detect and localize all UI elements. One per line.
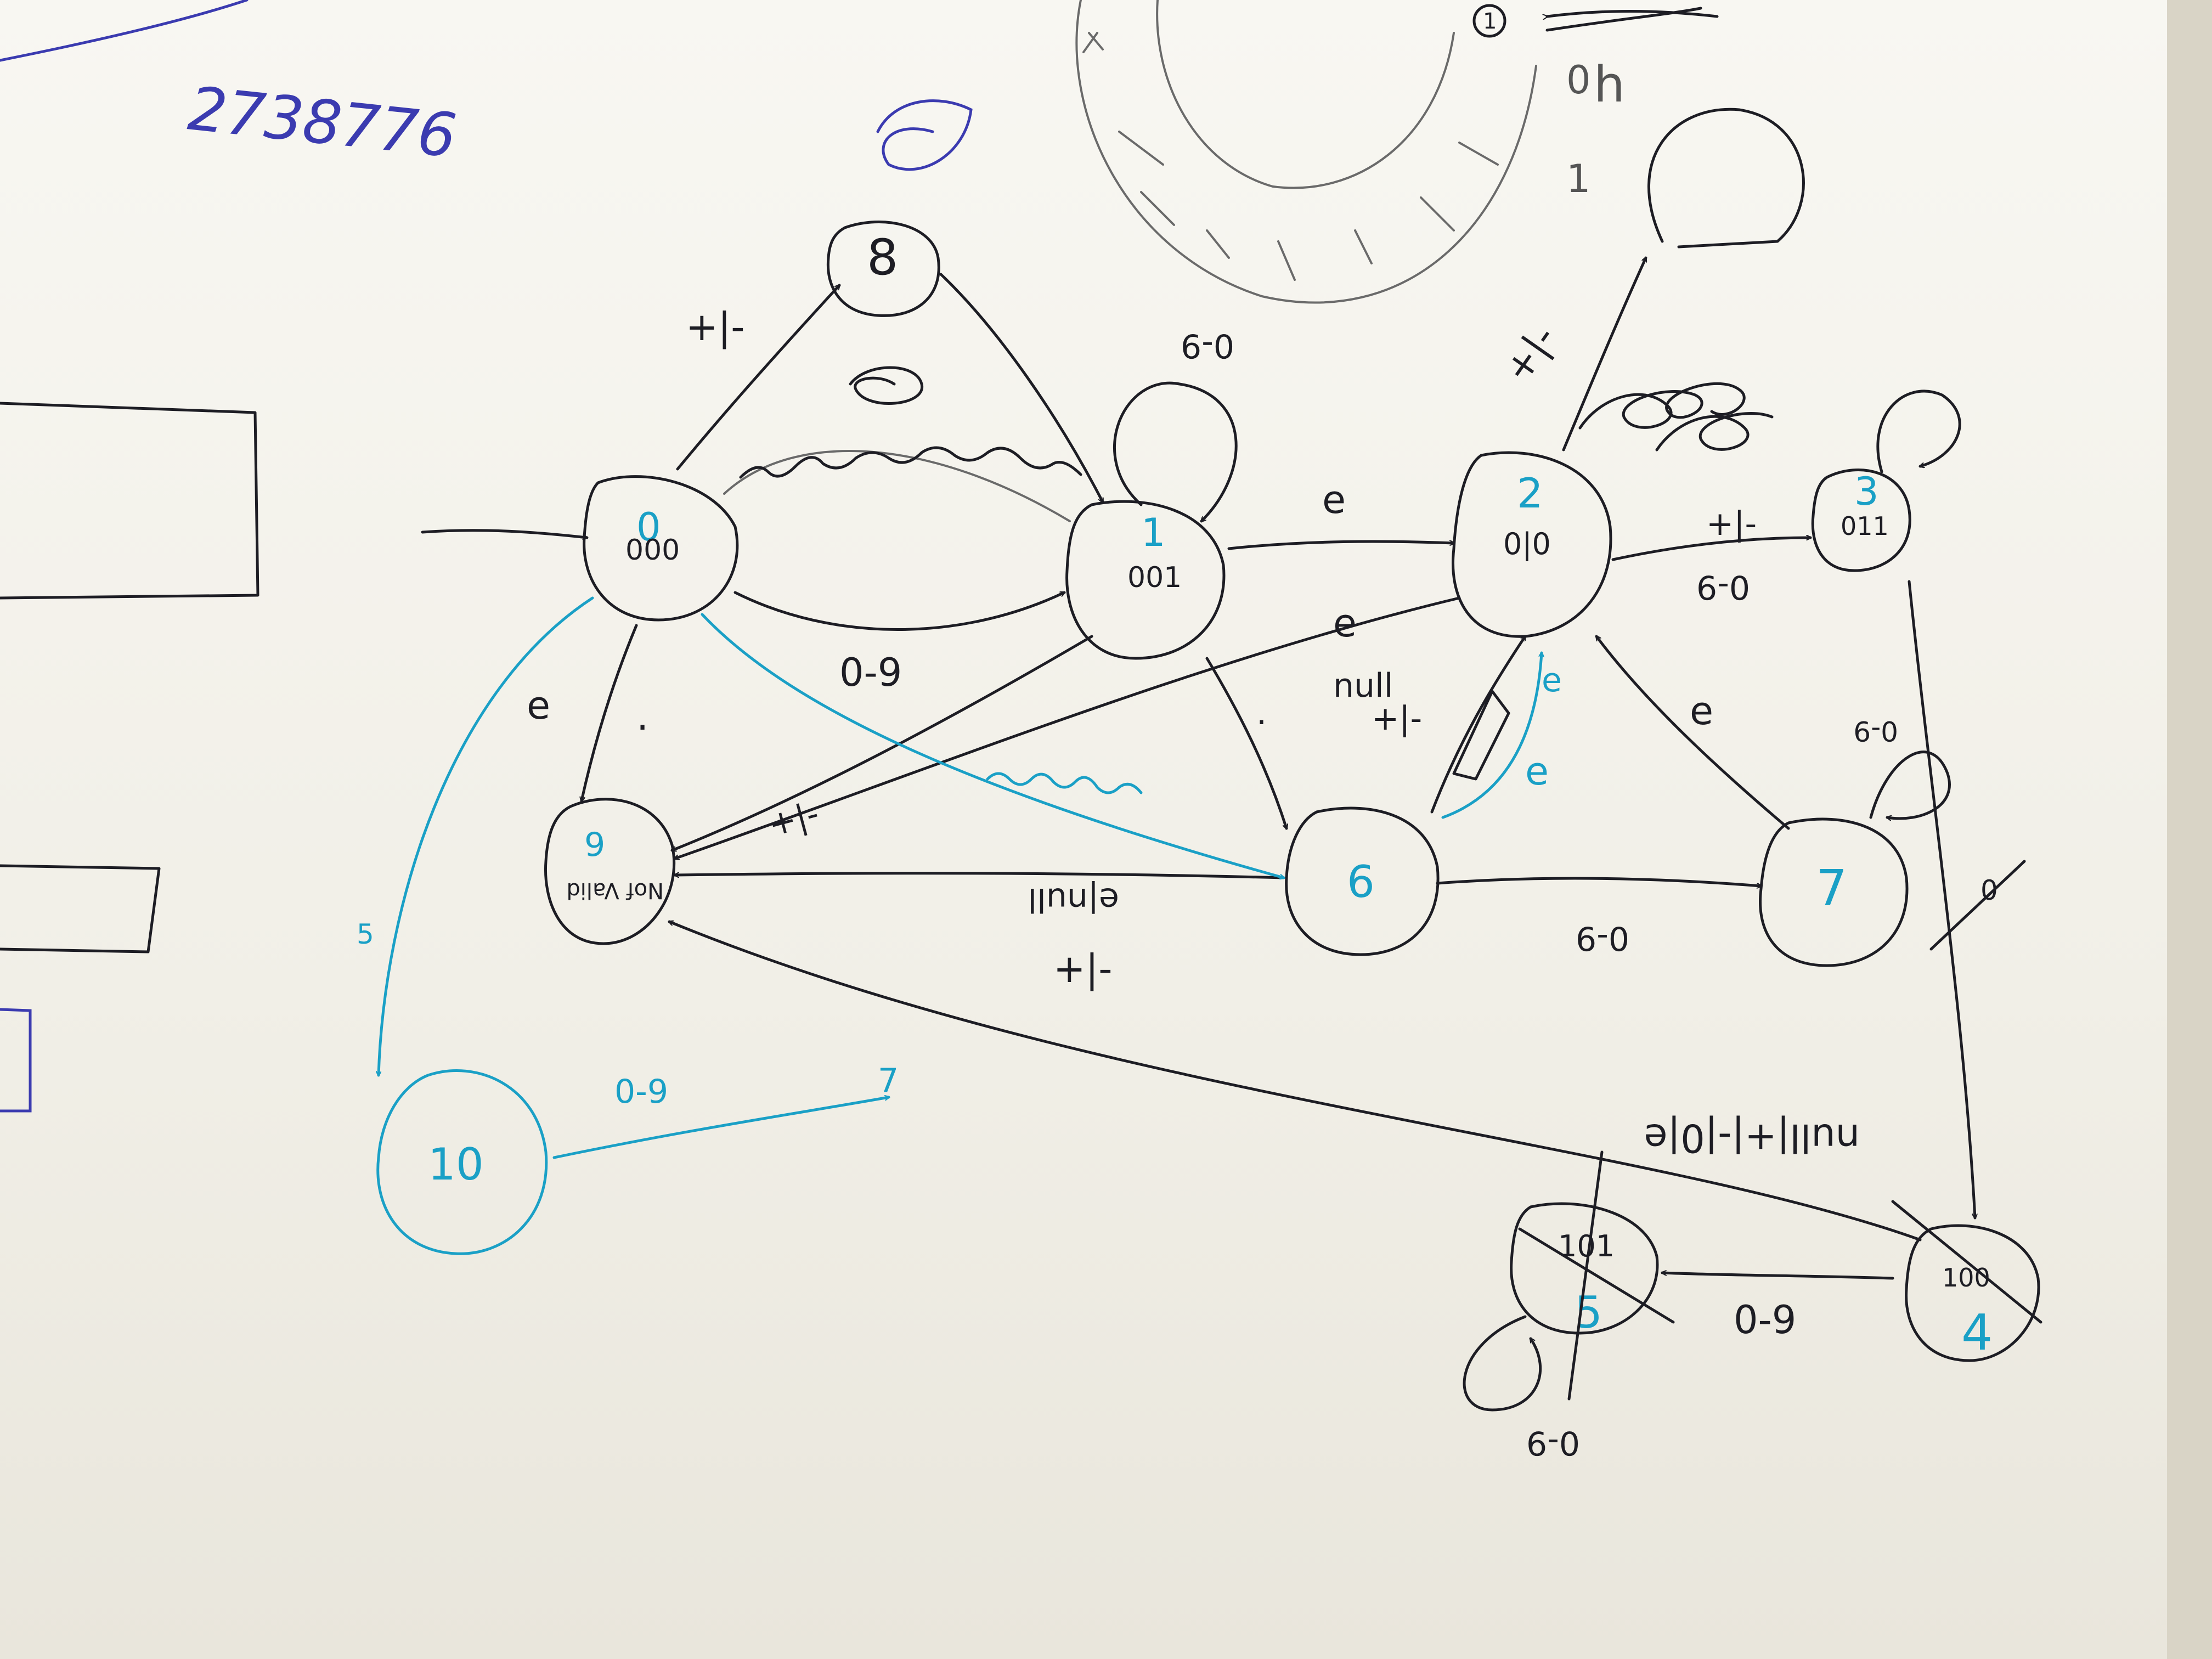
node-8: 8 — [826, 221, 940, 317]
edge-7-self-label: 0-9 — [1853, 715, 1898, 747]
node-1: 1 001 — [1065, 500, 1226, 660]
edge-1-9 — [672, 635, 1093, 850]
node-4-id: 4 — [1961, 1304, 1993, 1362]
node-6-id: 6 — [1347, 856, 1375, 907]
edge-4-5-label: 0-9 — [1734, 1297, 1796, 1342]
edge-2-9-label-e: e — [1333, 601, 1357, 646]
node-2: 2 0|0 — [1452, 451, 1612, 638]
edge-10-7-label: 0-9 — [614, 1073, 668, 1111]
edge-4-5 — [1661, 1273, 1894, 1280]
edges: +|- 0-9 0-9 e e . . e null +|- +|- 0-9 — [357, 258, 2026, 1462]
edge-0-8-label: +|- — [686, 304, 745, 349]
ring-sketch: 1 0 h 1 — [1075, 0, 1805, 304]
edge-0-9 — [582, 624, 638, 801]
edge-0-10-label: 5 — [357, 918, 374, 950]
edge-1-self-label: 0-9 — [1181, 326, 1234, 365]
edge-0-9-label-e: e — [527, 683, 550, 728]
edge-6-9-label: e|null — [1028, 881, 1119, 919]
scribble-right-of-2b — [1655, 412, 1774, 452]
edge-0-10 — [379, 596, 594, 1077]
edge-0-9-label-dot: . — [636, 694, 648, 739]
node-0-sub: 000 — [625, 534, 680, 567]
edge-0-8 — [676, 285, 839, 471]
edge-6-9-label-sign2: +|- — [764, 794, 823, 844]
node-0-id: 0 — [636, 505, 661, 550]
edge-2-9 — [675, 596, 1461, 859]
edge-2-3 — [1611, 538, 1812, 561]
edge-6-2-label-b: e — [1542, 661, 1562, 699]
edge-1-self — [1113, 381, 1238, 521]
edge-6-2 — [1430, 636, 1527, 814]
edge-2-3-label-digits: 0-9 — [1696, 568, 1750, 606]
edge-0-6-scribble — [986, 772, 1143, 794]
edge-6-7 — [1436, 877, 1763, 886]
node-10-id: 10 — [428, 1139, 484, 1190]
edge-2-3-label-sign: +|- — [1706, 505, 1757, 543]
edge-6-2-scribble — [1452, 690, 1510, 781]
edge-7-2 — [1596, 636, 1790, 830]
edge-7-2-label: e — [1690, 689, 1713, 733]
node-9-sub: Nof Valid — [566, 878, 664, 903]
left-margin-sketches — [0, 0, 259, 1113]
orbit-marker-label: 1 — [1483, 9, 1497, 34]
edge-1-6 — [1205, 657, 1286, 828]
edge-2-9-label-sign: +|- — [1372, 699, 1422, 738]
node-8-id: 8 — [867, 229, 898, 286]
scribble-right-of-2 — [1578, 382, 1746, 430]
edge-2-up-label: +|- — [1494, 317, 1565, 391]
edge-scribble-loops — [739, 446, 1082, 479]
edge-4-9 — [669, 922, 1922, 1242]
node-7: 7 — [1759, 817, 1909, 967]
node-9-id: 9 — [584, 826, 605, 864]
edge-2-up — [1562, 258, 1647, 452]
node-3-sub: 011 — [1841, 511, 1889, 541]
node-4-sub: 100 — [1942, 1263, 1990, 1293]
edge-3-self — [1876, 390, 1961, 473]
node-1-id: 1 — [1141, 510, 1166, 555]
node-7-id: 7 — [1816, 860, 1847, 917]
edge-0-1 — [733, 591, 1064, 631]
edge-4-9-label: null|+|-|0|e — [1644, 1115, 1860, 1160]
top-number: 2738776 — [185, 74, 460, 172]
node-9-dead: 9 Nof Valid — [544, 798, 676, 945]
edge-1-6-label: . — [1256, 694, 1267, 732]
edge-10-7 — [552, 1097, 889, 1159]
edge-6-2-label: e — [1525, 749, 1549, 794]
orbit-label-h: h — [1594, 56, 1625, 114]
orbit-label-0: 0 — [1566, 58, 1591, 103]
edge-7-self — [1869, 751, 1951, 819]
node-2-id: 2 — [1517, 469, 1543, 517]
orbit-label-1: 1 — [1566, 156, 1591, 201]
start-arrow — [421, 529, 587, 538]
edge-3-4 — [1908, 580, 1975, 1220]
edge-0-1-label: 0-9 — [839, 650, 902, 695]
edge-2-9-label-null: null — [1333, 667, 1393, 705]
edge-6-7-label: 0-9 — [1576, 919, 1629, 957]
edge-1-2-label: e — [1322, 477, 1346, 522]
node-1-sub: 001 — [1127, 561, 1182, 594]
scribble-above-8 — [876, 99, 973, 171]
edge-6-9-label-sign: +|- — [1053, 946, 1113, 991]
node-0: 0 000 — [583, 475, 739, 622]
edge-0-6-blue — [701, 613, 1284, 878]
table-edge — [2167, 0, 2212, 1659]
edge-6-9 — [673, 872, 1285, 879]
edge-6-2-blue — [1441, 651, 1542, 819]
node-6: 6 — [1285, 806, 1440, 956]
node-4: 100 4 — [1891, 1200, 2042, 1362]
edge-8-1 — [939, 273, 1104, 502]
node-3: 3 011 — [1811, 469, 1911, 572]
paper-sheet — [0, 0, 2167, 1659]
node-5: 101 5 — [1510, 1150, 1675, 1401]
edge-5-self-label: 0-9 — [1526, 1424, 1580, 1462]
edge-5-self — [1463, 1315, 1542, 1412]
edge-3-4-strike — [1929, 860, 2026, 951]
node-2-sub: 0|0 — [1503, 527, 1551, 561]
node-10: 10 — [376, 1069, 548, 1255]
node-3-id: 3 — [1854, 469, 1879, 514]
edge-10-7-target: 7 — [878, 1062, 899, 1100]
scribble-blob — [849, 366, 923, 405]
edge-1-2 — [1227, 540, 1455, 550]
